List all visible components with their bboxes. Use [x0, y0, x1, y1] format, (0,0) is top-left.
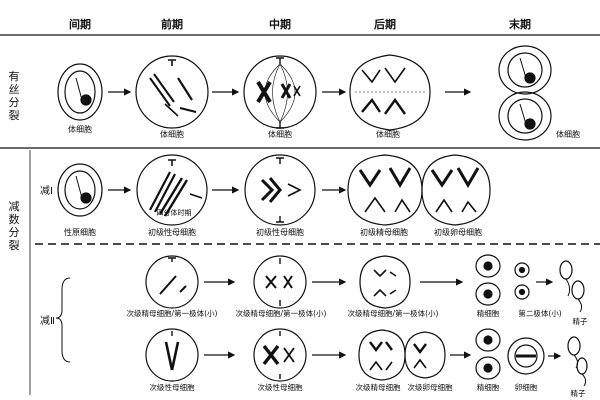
meiosis2-upper-prophase-cell	[145, 255, 199, 309]
caption-sperm-lower: 精子	[570, 389, 586, 398]
label-meiosis: 减数分裂	[8, 200, 20, 252]
meiosis2-upper-metaphase-cell	[253, 255, 307, 309]
meiosis1-anaphase-female-cell	[421, 154, 491, 226]
caption-mitosis-telophase: 体细胞	[556, 130, 580, 139]
meiosis2-lower-sperm	[567, 336, 588, 387]
caption-meiosis1-metaphase: 初级性母细胞	[256, 228, 304, 237]
caption-primary-spermatocyte: 初级精母细胞	[360, 228, 408, 237]
meiosis1-interphase-cell	[57, 163, 103, 217]
meiosis2-sperm	[559, 260, 585, 313]
frame-lines	[0, 34, 600, 395]
meiosis-1-row	[57, 154, 491, 226]
header-prophase: 前期	[161, 18, 183, 31]
caption-tetrad-stage: 四分体时期	[156, 209, 192, 217]
caption-mitosis-metaphase: 体细胞	[268, 130, 292, 139]
caption-m2-lower-metaphase: 次级性母细胞	[257, 383, 303, 392]
meiosis2-spermatids	[475, 254, 501, 306]
header-metaphase: 中期	[269, 18, 291, 31]
meiosis1-metaphase-cell	[244, 154, 316, 226]
mitosis-telophase-cells	[498, 45, 552, 141]
mitosis-interphase-cell	[57, 63, 103, 121]
caption-secondary-spermatocyte: 次级精母细胞	[355, 383, 401, 392]
meiosis2-polar-bodies	[514, 262, 530, 300]
caption-second-polar-body: 第二极体(小)	[518, 309, 562, 318]
caption-spermatid-upper: 精细胞	[476, 309, 500, 318]
meiosis2-lower-prophase-cell	[145, 328, 199, 382]
header-anaphase: 后期	[374, 18, 396, 31]
caption-mitosis-prophase: 体细胞	[160, 130, 184, 139]
caption-mitosis-interphase: 体细胞	[68, 125, 92, 134]
meiosis1-anaphase-male-cell	[347, 154, 423, 226]
meiosis2-lower-spermatids	[475, 328, 501, 380]
label-mitosis: 有丝分裂	[8, 70, 20, 122]
caption-m2-upper-metaphase: 次级精母细胞/第一极体(小)	[235, 309, 327, 318]
mitosis-anaphase-cell	[349, 54, 431, 131]
mitosis-metaphase-cell	[243, 55, 317, 129]
caption-spermatid-lower: 精细胞	[476, 383, 500, 392]
caption-sperm-upper: 精子	[572, 317, 588, 326]
caption-egg-cell: 卵细胞	[514, 383, 538, 392]
meiosis2-egg-cell	[507, 337, 545, 375]
meiosis-2-lower-row	[145, 328, 588, 387]
meiosis2-lower-anaphase-female-cell	[404, 331, 446, 379]
caption-m2-upper-prophase: 次级精母细胞/第一极体(小)	[126, 309, 218, 318]
label-meiosis-1: 减Ⅰ	[40, 186, 53, 197]
caption-secondary-oocyte: 次级卵母细胞	[407, 383, 453, 392]
caption-meiosis1-interphase: 性原细胞	[64, 228, 96, 237]
meiosis2-lower-anaphase-male-cell	[358, 329, 406, 381]
meiosis2-lower-metaphase-cell	[253, 328, 307, 382]
phase2-bracket	[55, 277, 71, 363]
mitosis-prophase-cell	[135, 55, 209, 129]
meiosis-2-upper-row	[145, 254, 585, 313]
caption-primary-oocyte: 初级卵母细胞	[434, 228, 482, 237]
header-telophase: 末期	[509, 18, 531, 31]
label-meiosis-2: 减Ⅱ	[40, 316, 55, 327]
caption-m2-lower-prophase: 次级性母细胞	[149, 383, 195, 392]
header-interphase: 间期	[69, 18, 91, 31]
caption-meiosis1-prophase: 初级性母细胞	[148, 228, 196, 237]
mitosis-row	[57, 45, 552, 141]
meiosis1-prophase-cell	[136, 154, 208, 226]
caption-m2-upper-anaphase: 次级精母细胞/第一极体(小)	[347, 309, 439, 318]
meiosis2-upper-anaphase-cell	[359, 255, 411, 309]
caption-mitosis-anaphase: 体细胞	[376, 130, 400, 139]
